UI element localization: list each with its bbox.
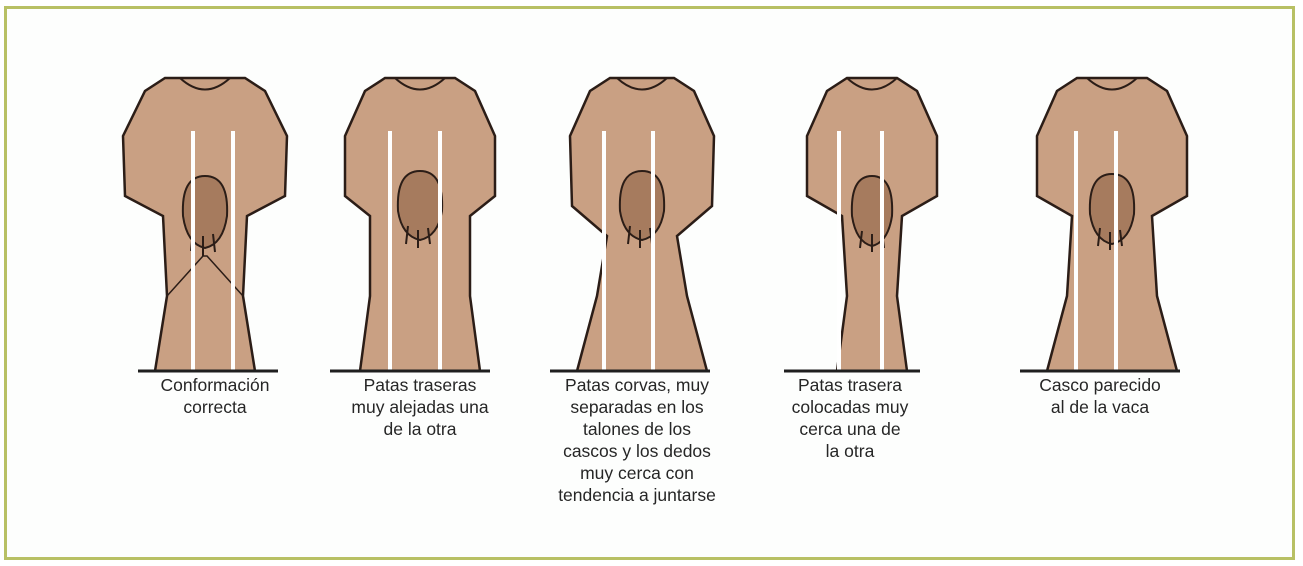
caption-alejadas: Patas traseras muy alejadas una de la ot… [315,374,525,440]
caption-corvas: Patas corvas, muy separadas en los talon… [532,374,742,506]
hind-legs-apart-illustration [300,66,540,376]
hoof-vaca-illustration [992,66,1232,376]
hind-legs-close-illustration [752,66,992,376]
caption-vaca: Casco parecido al de la vaca [995,374,1205,418]
hind-legs-correct-illustration [85,66,325,376]
hind-legs-corvas-illustration [522,66,762,376]
caption-correcta: Conformación correcta [110,374,320,418]
caption-cerca: Patas trasera colocadas muy cerca una de… [745,374,955,462]
